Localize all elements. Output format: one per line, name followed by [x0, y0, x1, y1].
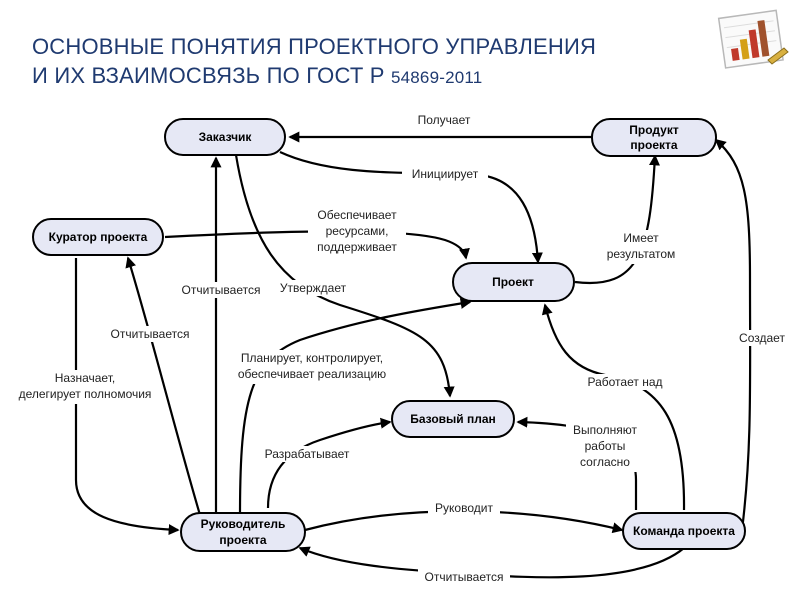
- edge-works-on: [541, 303, 686, 511]
- label-creates: Создает: [730, 330, 794, 346]
- svg-text:Получает: Получает: [418, 113, 471, 127]
- node-project: Проект: [452, 262, 575, 302]
- svg-text:Имеет: Имеет: [623, 231, 659, 245]
- label-approves: Утверждает: [273, 280, 353, 296]
- svg-text:Отчитывается: Отчитывается: [111, 327, 190, 341]
- svg-text:Команда проекта: Команда проекта: [633, 524, 735, 538]
- label-perform-work: Выполняют работы согласно: [566, 422, 644, 472]
- node-baseline: Базовый план: [391, 400, 515, 438]
- svg-text:Руководитель: Руководитель: [201, 517, 286, 531]
- node-manager: Руководитель проекта: [180, 512, 306, 552]
- svg-text:обеспечивает реализацию: обеспечивает реализацию: [238, 367, 386, 381]
- svg-text:Создает: Создает: [739, 331, 785, 345]
- title-line-2: И ИХ ВЗАИМОСВЯЗЬ ПО ГОСТ Р 54869-2011: [32, 61, 692, 92]
- label-develops: Разрабатывает: [258, 446, 356, 462]
- svg-text:Инициирует: Инициирует: [412, 167, 479, 181]
- node-curator: Куратор проекта: [32, 218, 164, 256]
- label-works-on: Работает над: [580, 374, 670, 390]
- svg-text:согласно: согласно: [580, 455, 630, 469]
- svg-text:проекта: проекта: [630, 138, 677, 152]
- label-initiates: Инициирует: [402, 166, 488, 182]
- label-reports-curator: Отчитывается: [104, 326, 196, 342]
- label-receives: Получает: [413, 112, 475, 127]
- node-customer: Заказчик: [164, 118, 286, 156]
- bar-chart-document-icon: [717, 9, 789, 69]
- svg-text:Назначает,: Назначает,: [55, 371, 115, 385]
- page-title: ОСНОВНЫЕ ПОНЯТИЯ ПРОЕКТНОГО УПРАВЛЕНИЯ И…: [32, 32, 692, 92]
- title-line-2-text: И ИХ ВЗАИМОСВЯЗЬ ПО ГОСТ Р: [32, 63, 385, 88]
- svg-text:результатом: результатом: [607, 247, 676, 261]
- svg-text:Руководит: Руководит: [435, 501, 493, 515]
- svg-text:Выполняют: Выполняют: [573, 423, 637, 437]
- svg-text:работы: работы: [585, 439, 626, 453]
- node-product: Продукт проекта: [591, 118, 717, 157]
- svg-text:Заказчик: Заказчик: [199, 130, 253, 144]
- svg-text:Продукт: Продукт: [629, 123, 679, 137]
- svg-text:Утверждает: Утверждает: [280, 281, 347, 295]
- svg-text:Базовый план: Базовый план: [410, 412, 496, 426]
- edge-appoints: [74, 258, 180, 536]
- label-reports-customer: Отчитывается: [176, 282, 266, 298]
- label-leads: Руководит: [428, 500, 500, 516]
- svg-text:Отчитывается: Отчитывается: [182, 283, 261, 297]
- svg-text:поддерживает: поддерживает: [317, 240, 397, 254]
- svg-text:Проект: Проект: [492, 275, 534, 289]
- node-team: Команда проекта: [622, 512, 746, 550]
- edge-provides: [164, 230, 470, 260]
- edge-creates: [714, 138, 752, 531]
- svg-text:Разрабатывает: Разрабатывает: [265, 447, 350, 461]
- edge-reports-curator: [125, 256, 202, 516]
- label-provides: Обеспечивает ресурсами, поддерживает: [308, 207, 406, 257]
- svg-text:Работает над: Работает над: [587, 375, 662, 389]
- svg-text:Планирует, контролирует,: Планирует, контролирует,: [241, 351, 383, 365]
- label-reports-team: Отчитывается: [418, 569, 510, 585]
- gost-number: 54869-2011: [390, 68, 483, 87]
- label-plans: Планирует, контролирует, обеспечивает ре…: [232, 350, 392, 384]
- title-line-1: ОСНОВНЫЕ ПОНЯТИЯ ПРОЕКТНОГО УПРАВЛЕНИЯ: [32, 34, 597, 59]
- svg-text:Обеспечивает: Обеспечивает: [317, 208, 397, 222]
- svg-text:делегирует полномочия: делегирует полномочия: [19, 387, 152, 401]
- label-appoints: Назначает, делегирует полномочия: [12, 370, 158, 404]
- svg-text:Куратор проекта: Куратор проекта: [49, 230, 148, 244]
- edge-plans: [238, 298, 472, 516]
- label-has-result: Имеет результатом: [598, 230, 684, 264]
- edge-approves: [234, 154, 455, 398]
- svg-text:проекта: проекта: [219, 533, 266, 547]
- svg-text:ресурсами,: ресурсами,: [326, 224, 389, 238]
- edge-develops: [266, 417, 392, 509]
- svg-text:Отчитывается: Отчитывается: [425, 570, 504, 584]
